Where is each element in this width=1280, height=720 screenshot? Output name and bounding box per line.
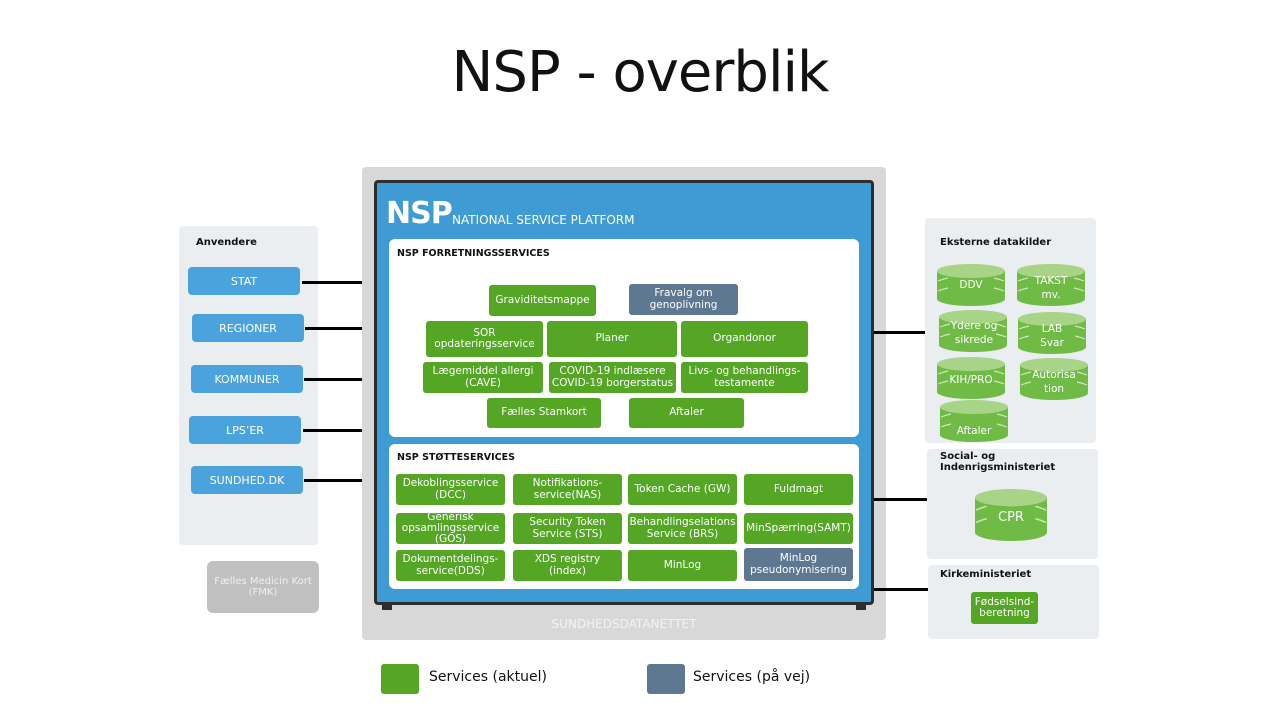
service-fuldmagt[interactable]: Fuldmagt [744, 474, 853, 505]
service-nas[interactable]: Notifikations-service(NAS) [513, 474, 622, 505]
legend-swatch-paa-vej [647, 664, 685, 694]
legend-label-paa-vej: Services (på vej) [693, 669, 811, 685]
service-samt[interactable]: MinSpærring(SAMT) [744, 513, 853, 544]
connector-social [874, 498, 929, 501]
social-ministry-label: Social- og Indenrigsministeriet [940, 451, 1056, 473]
service-cave[interactable]: Lægemiddel allergi (CAVE) [423, 362, 543, 393]
datasource-kih-pro[interactable]: KIH/PRO [937, 357, 1005, 399]
service-foedselsindberetning[interactable]: Fødselsind-beretning [971, 592, 1038, 624]
service-dds[interactable]: Dokumentdelings-service(DDS) [396, 550, 505, 581]
connector-lpser [303, 429, 374, 432]
consumer-lpser[interactable]: LPS’ER [189, 416, 301, 444]
service-sts[interactable]: Security Token Service (STS) [513, 513, 622, 544]
business-services-label: NSP FORRETNINGSSERVICES [397, 248, 550, 259]
connector-church [874, 588, 929, 591]
consumer-regioner[interactable]: REGIONER [192, 314, 304, 342]
service-token-cache[interactable]: Token Cache (GW) [628, 474, 737, 505]
service-gos[interactable]: Generisk opsamlingsservice (GOS) [396, 511, 505, 545]
nsp-subtitle: NATIONAL SERVICE PLATFORM [452, 213, 635, 227]
consumer-stat[interactable]: STAT [188, 267, 300, 295]
connector-sundhed-dk [304, 479, 374, 482]
connector-kommuner [304, 378, 374, 381]
consumers-label: Anvendere [196, 237, 257, 248]
external-sources-label: Eksterne datakilder [940, 237, 1052, 248]
church-ministry-label: Kirkeministeriet [940, 569, 1032, 580]
service-planer[interactable]: Planer [547, 321, 677, 357]
service-faelles-stamkort[interactable]: Fælles Stamkort [487, 398, 601, 428]
service-graviditetsmappe[interactable]: Graviditetsmappe [489, 285, 596, 316]
service-minlog[interactable]: MinLog [628, 550, 737, 581]
page-title: NSP - overblik [451, 40, 830, 105]
service-aftaler[interactable]: Aftaler [629, 398, 744, 428]
support-services-label: NSP STØTTESERVICES [397, 452, 515, 463]
service-fravalg-genoplivning[interactable]: Fravalg om genoplivning [629, 284, 738, 315]
datasource-ydere[interactable]: Ydere og sikrede [939, 310, 1007, 352]
service-sor[interactable]: SOR opdateringsservice [426, 321, 543, 357]
datasource-aftaler[interactable]: Aftaler [940, 400, 1008, 442]
consumer-sundhed-dk[interactable]: SUNDHED.DK [191, 466, 303, 494]
nsp-logo: NSP [386, 196, 453, 231]
service-covid19[interactable]: COVID-19 indlæsere COVID-19 borgerstatus [549, 362, 676, 393]
platform-foot-right [856, 604, 866, 610]
service-dcc[interactable]: Dekoblingsservice (DCC) [396, 474, 505, 505]
datasource-ddv[interactable]: DDV [937, 264, 1005, 306]
datasource-autorisation[interactable]: Autorisa tion [1020, 358, 1088, 400]
consumer-kommuner[interactable]: KOMMUNER [191, 365, 303, 393]
fmk-box: Fælles Medicin Kort (FMK) [207, 561, 319, 613]
connector-regioner [305, 327, 374, 330]
service-livstestamente[interactable]: Livs- og behandlings-testamente [681, 362, 808, 393]
legend-label-aktuel: Services (aktuel) [429, 669, 547, 685]
datasource-takst[interactable]: TAKST mv. [1017, 264, 1085, 306]
connector-external [874, 331, 926, 334]
platform-foot-left [382, 604, 392, 610]
service-brs[interactable]: Behandlingselations Service (BRS) [628, 513, 737, 544]
fmk-label: Fælles Medicin Kort (FMK) [214, 576, 312, 598]
datasource-lab[interactable]: LAB Svar [1018, 312, 1086, 354]
sundhedsdatanettet-label: SUNDHEDSDATANETTET [551, 617, 697, 631]
legend-swatch-aktuel [381, 664, 419, 694]
service-minlog-pseudonymisering[interactable]: MinLog pseudonymisering [744, 548, 853, 581]
service-xds[interactable]: XDS registry (index) [513, 550, 622, 581]
service-organdonor[interactable]: Organdonor [681, 321, 808, 357]
datasource-cpr[interactable]: CPR [975, 489, 1047, 541]
connector-stat [302, 281, 374, 284]
